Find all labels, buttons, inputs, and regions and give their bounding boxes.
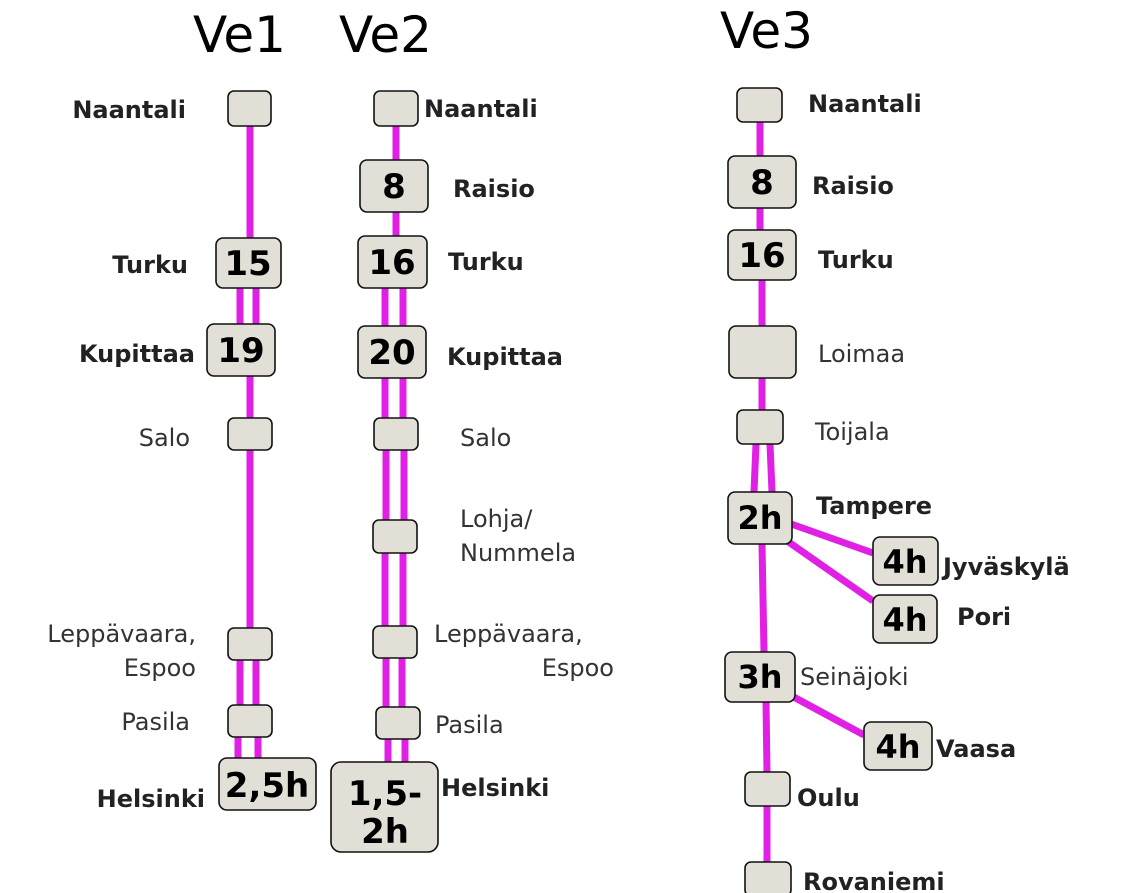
station-label-turku: Turku — [818, 246, 894, 274]
variant-title-ve1: Ve1 — [193, 6, 286, 64]
station-label-turku: Turku — [448, 248, 524, 276]
track-segment — [758, 543, 768, 653]
track-segment — [762, 701, 771, 773]
station-label-leppavaara-line2: Espoo — [124, 654, 196, 682]
travel-time-tampere: 2h — [737, 499, 782, 537]
travel-time-helsinki-line2: 2h — [361, 812, 409, 852]
track-segment — [766, 443, 776, 493]
station-label-raisio: Raisio — [812, 172, 894, 200]
ve1-tracks — [234, 126, 262, 758]
ve1-stations: Naantali 15 Turku 19 Kupittaa Salo Leppä… — [47, 90, 317, 813]
station-box-kupittaa — [206, 323, 276, 377]
travel-time-kupittaa: 20 — [368, 333, 415, 373]
station-label-turku: Turku — [112, 251, 188, 279]
track-segment — [750, 443, 760, 493]
station-box-loimaa — [728, 325, 797, 379]
station-label-naantali: Naantali — [72, 96, 186, 124]
travel-time-helsinki: 2,5h — [225, 766, 309, 806]
station-box-salo — [227, 417, 273, 451]
station-box-rovaniemi — [744, 861, 792, 893]
station-box-raisio — [359, 159, 429, 213]
station-box-pasila — [227, 704, 273, 738]
station-box-salo — [373, 417, 419, 451]
station-label-tampere: Tampere — [816, 492, 932, 520]
ve3-tracks — [750, 122, 876, 862]
station-label-helsinki: Helsinki — [97, 785, 205, 813]
variant-title-ve2: Ve2 — [339, 6, 432, 64]
station-box-seinajoki — [724, 651, 796, 703]
station-box-naantali — [227, 90, 272, 127]
station-label-loimaa: Loimaa — [818, 340, 905, 368]
station-label-salo: Salo — [139, 424, 190, 452]
station-box-oulu — [744, 771, 791, 807]
travel-time-pori: 4h — [882, 601, 927, 639]
travel-time-seinajoki: 3h — [737, 658, 782, 696]
station-box-turku — [215, 237, 282, 289]
station-label-rovaniemi: Rovaniemi — [803, 868, 945, 893]
station-label-jyvaskyla: Jyväskylä — [941, 553, 1070, 581]
station-box-leppavaara — [372, 625, 418, 659]
ve2-tracks — [381, 126, 409, 762]
ve3-stations: Naantali 8 Raisio 16 Turku Loimaa Toijal… — [724, 87, 1070, 893]
track-segment — [777, 533, 876, 604]
station-label-toijala: Toijala — [814, 418, 890, 446]
station-box-naantali — [736, 87, 783, 123]
station-box-vaasa — [863, 721, 933, 771]
ve2-stations: Naantali 8 Raisio 16 Turku 20 Kupittaa S… — [330, 90, 614, 853]
travel-time-turku: 16 — [738, 236, 785, 276]
station-label-kupittaa: Kupittaa — [79, 340, 195, 368]
station-box-kupittaa — [357, 325, 427, 379]
track-segment — [788, 691, 866, 739]
station-box-lohja — [372, 519, 418, 554]
station-label-vaasa: Vaasa — [936, 735, 1016, 763]
station-box-naantali — [373, 90, 419, 127]
station-box-pori — [872, 594, 938, 644]
station-box-helsinki — [218, 757, 317, 811]
travel-time-raisio: 8 — [750, 163, 774, 203]
travel-time-turku: 15 — [224, 244, 271, 284]
station-label-leppavaara-line1: Leppävaara, — [47, 620, 196, 648]
station-label-pasila: Pasila — [121, 708, 190, 736]
station-box-tampere — [727, 491, 793, 545]
station-box-toijala — [736, 409, 784, 445]
station-label-lohja-line2: Nummela — [460, 539, 576, 567]
station-label-helsinki: Helsinki — [441, 774, 549, 802]
variant-title-ve3: Ve3 — [720, 2, 813, 60]
station-label-naantali: Naantali — [808, 90, 922, 118]
station-box-jyvaskyla — [872, 536, 939, 586]
travel-time-vaasa: 4h — [875, 728, 920, 766]
station-box-pasila — [375, 706, 421, 740]
station-label-pasila: Pasila — [435, 711, 504, 739]
station-label-kupittaa: Kupittaa — [447, 343, 563, 371]
station-label-pori: Pori — [957, 603, 1011, 631]
station-label-oulu: Oulu — [797, 784, 860, 812]
station-box-turku — [357, 235, 428, 289]
station-label-seinajoki: Seinäjoki — [800, 663, 909, 691]
station-label-leppavaara-line1: Leppävaara, — [434, 620, 583, 648]
travel-time-kupittaa: 19 — [217, 331, 264, 371]
travel-time-turku: 16 — [368, 243, 415, 283]
station-box-turku — [727, 229, 797, 281]
station-label-salo: Salo — [460, 424, 511, 452]
travel-time-helsinki-line1: 1,5- — [348, 774, 422, 814]
station-label-raisio: Raisio — [453, 175, 535, 203]
station-box-raisio — [727, 155, 797, 209]
station-label-leppavaara-line2: Espoo — [542, 654, 614, 682]
station-label-lohja-line1: Lohja/ — [460, 505, 533, 533]
track-segment — [778, 516, 875, 557]
station-box-helsinki — [330, 761, 439, 853]
station-box-leppavaara — [227, 627, 273, 661]
travel-time-jyvaskyla: 4h — [882, 543, 927, 581]
travel-time-raisio: 8 — [382, 167, 406, 207]
station-label-naantali: Naantali — [424, 95, 538, 123]
